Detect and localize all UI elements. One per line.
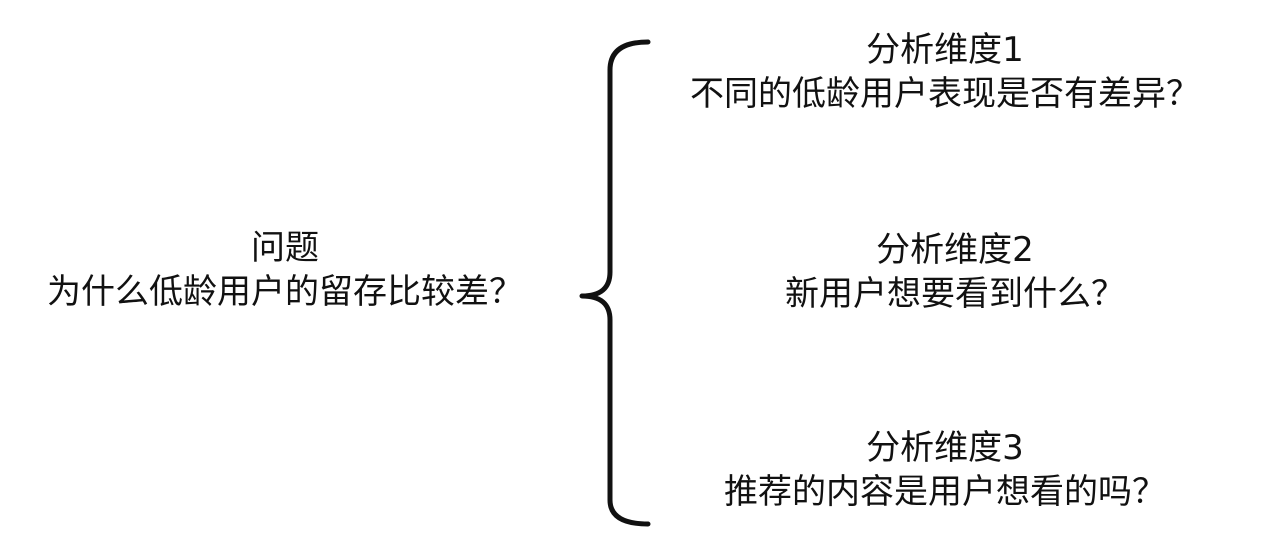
dimension-3-question: 推荐的内容是用户想看的吗？ [724, 472, 1166, 512]
root-question-node: 问题 为什么低龄用户的留存比较差？ [0, 226, 570, 314]
dimension-3-heading: 分析维度3 [866, 428, 1024, 468]
root-heading: 问题 [251, 228, 319, 268]
analysis-dimension-3-node: 分析维度3 推荐的内容是用户想看的吗？ [640, 426, 1250, 514]
dimension-1-question: 不同的低龄用户表现是否有差异？ [690, 74, 1200, 114]
brace-path [579, 39, 651, 527]
root-question-text: 为什么低龄用户的留存比较差？ [47, 272, 523, 312]
dimension-1-heading: 分析维度1 [866, 30, 1024, 70]
dimension-2-heading: 分析维度2 [876, 230, 1034, 270]
analysis-dimension-1-node: 分析维度1 不同的低龄用户表现是否有差异？ [640, 28, 1250, 116]
dimension-2-question: 新用户想要看到什么？ [785, 274, 1125, 314]
analysis-dimension-2-node: 分析维度2 新用户想要看到什么？ [650, 228, 1260, 316]
